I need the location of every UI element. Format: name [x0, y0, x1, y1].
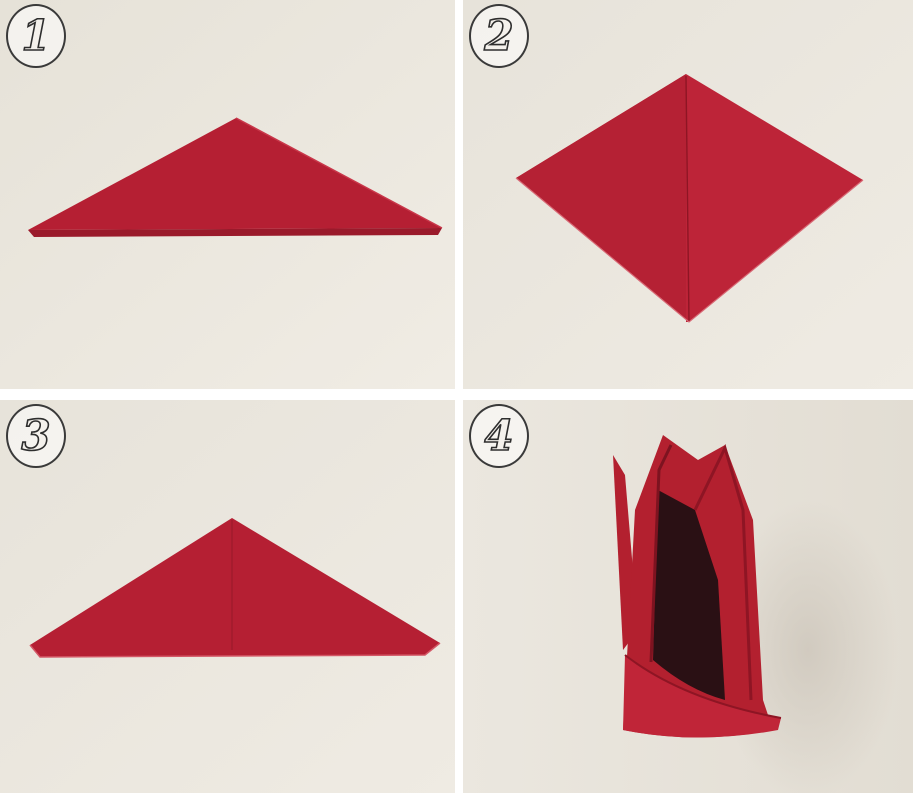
step-3-panel: 3 — [0, 400, 455, 793]
step-1-panel: 1 — [0, 0, 455, 389]
step-number-badge: 3 — [6, 404, 66, 468]
step-4-photo — [463, 400, 913, 793]
step-4-panel: 4 — [463, 400, 913, 793]
step-number-badge: 1 — [6, 4, 66, 68]
step-number-badge: 4 — [469, 404, 529, 468]
step-1-photo — [0, 0, 455, 389]
step-2-panel: 2 — [463, 0, 913, 389]
step-3-photo — [0, 400, 455, 793]
step-2-photo — [463, 0, 913, 389]
step-number-badge: 2 — [469, 4, 529, 68]
